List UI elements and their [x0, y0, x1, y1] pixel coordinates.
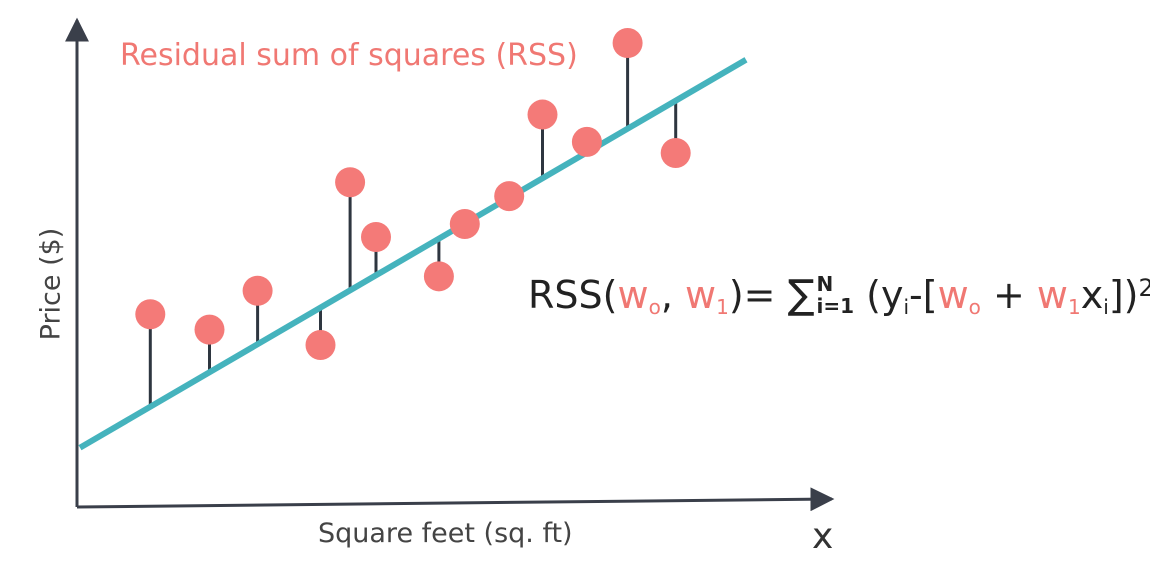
formula-equals: )=	[728, 273, 788, 317]
formula-minus-bracket: -[	[909, 273, 938, 317]
formula-prefix: RSS(	[528, 273, 618, 317]
chart-title: Residual sum of squares (RSS)	[120, 38, 578, 73]
summation-upper: N	[816, 272, 834, 296]
formula-xi: xi	[1080, 273, 1109, 319]
data-point-11	[571, 126, 602, 157]
x-axis-symbol: x	[812, 516, 834, 557]
formula-w1-inner: w1	[1036, 273, 1081, 319]
x-axis	[76, 487, 835, 512]
data-point-5	[335, 167, 366, 198]
data-point-10	[527, 99, 558, 130]
formula-plus: +	[980, 273, 1037, 317]
data-point-4	[305, 329, 336, 360]
data-point-13	[660, 137, 691, 168]
formula-yi: (yi	[854, 273, 910, 319]
regression-fit-line	[78, 57, 748, 451]
formula-separator: ,	[660, 273, 685, 317]
data-points	[135, 28, 691, 360]
y-axis-label: Price ($)	[35, 227, 67, 341]
summation-lower: i=1	[816, 294, 855, 318]
formula-w0: wo	[617, 273, 661, 319]
summation-symbol: ∑	[787, 272, 815, 318]
data-point-3	[242, 275, 273, 306]
data-point-12	[612, 28, 643, 59]
data-point-1	[135, 299, 166, 330]
x-axis-label: Square feet (sq. ft)	[318, 518, 573, 549]
residual-lines	[148, 43, 678, 407]
data-point-8	[449, 209, 480, 239]
data-point-9	[494, 181, 525, 212]
formula-w0-inner: wo	[937, 273, 981, 319]
formula-close: ])	[1108, 273, 1139, 317]
data-point-6	[361, 221, 391, 252]
formula-power: 2	[1138, 274, 1150, 302]
formula-w1: w1	[685, 273, 729, 319]
data-point-7	[423, 261, 454, 292]
data-point-2	[194, 314, 225, 345]
